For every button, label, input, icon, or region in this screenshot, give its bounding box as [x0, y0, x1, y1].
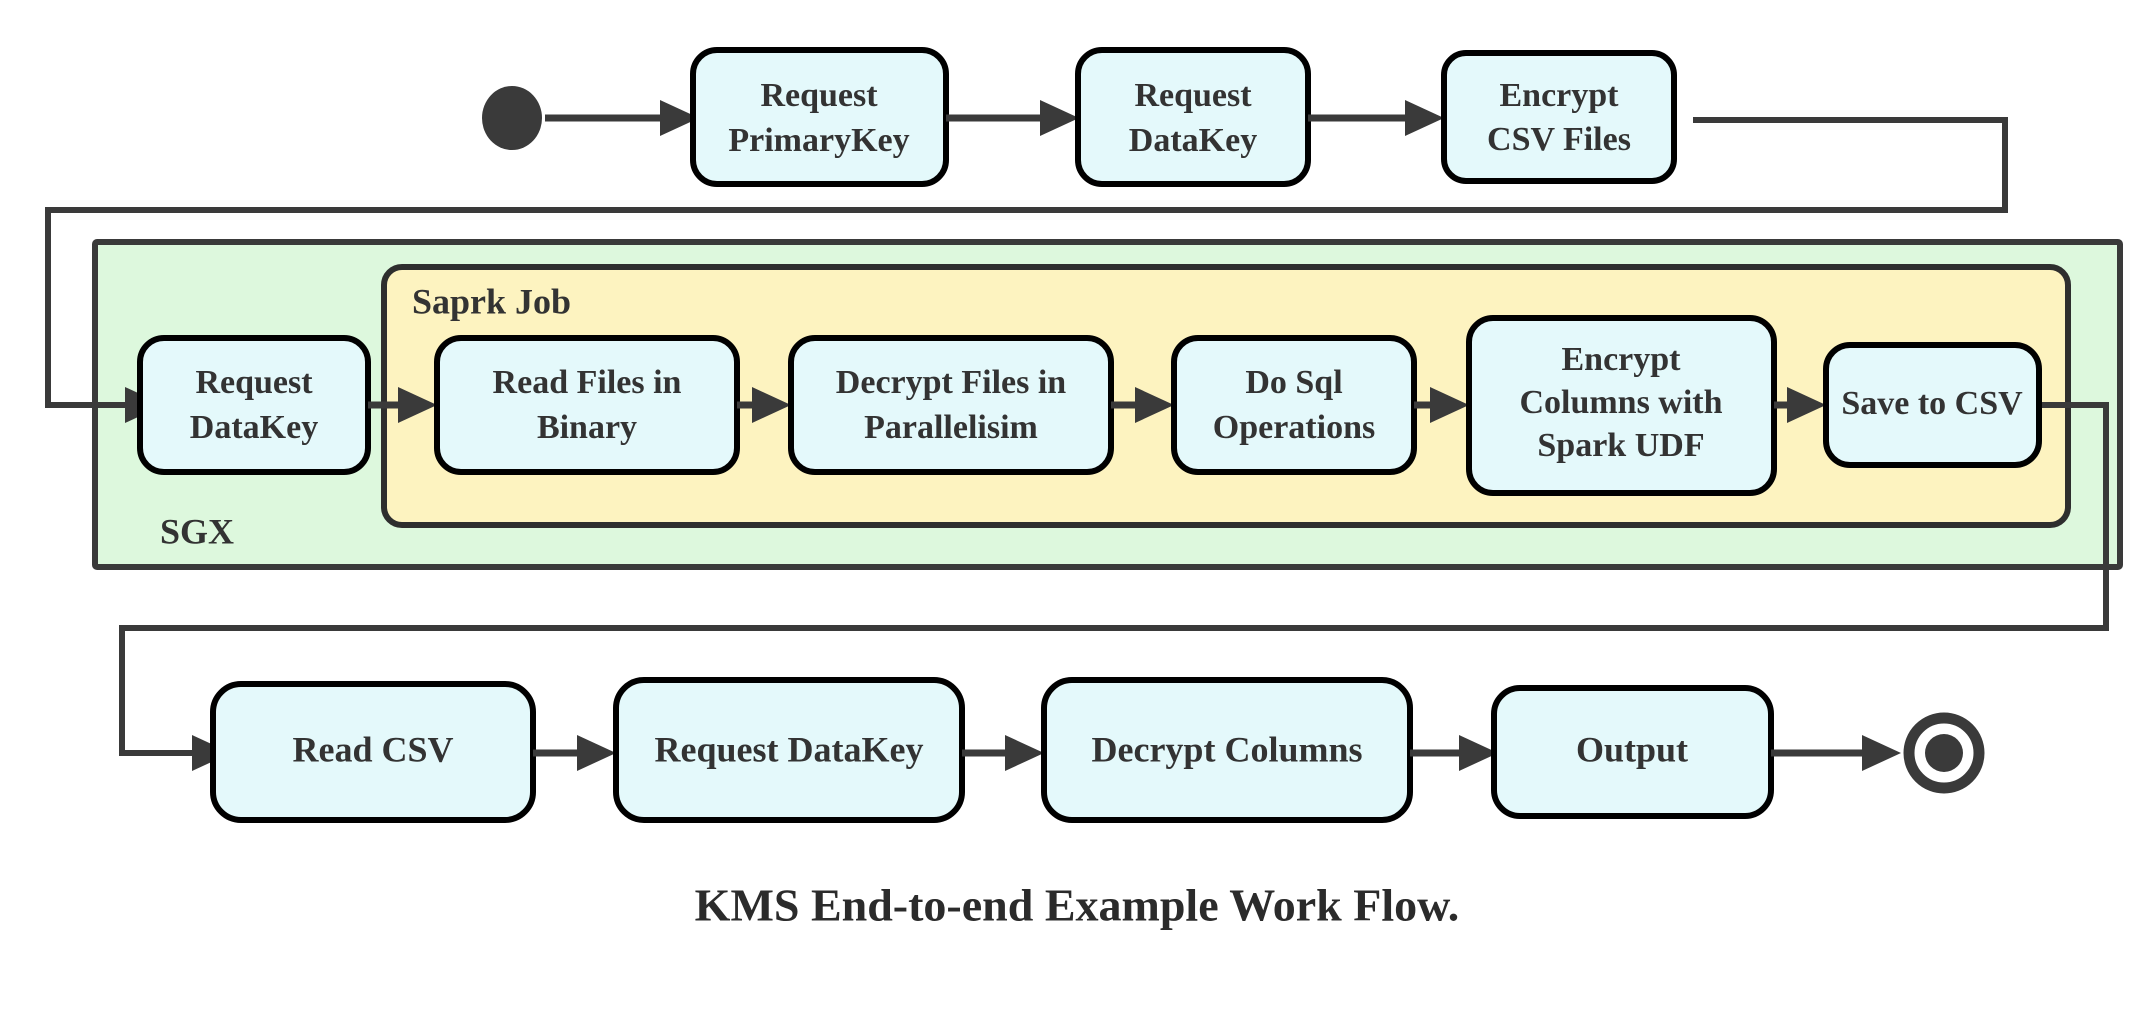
node-output[interactable]: Output	[1491, 685, 1774, 819]
arrowhead	[577, 735, 616, 771]
node-request-datakey-sgx[interactable]: Request DataKey	[137, 335, 371, 475]
node-encrypt-csv-files-line1: Encrypt	[1500, 77, 1620, 114]
node-encrypt-columns-line2: Columns with	[1519, 384, 1722, 421]
node-read-csv-line1: Read CSV	[292, 729, 453, 769]
node-encrypt-columns-with-spark-udf[interactable]: Encrypt Columns with Spark UDF	[1466, 315, 1777, 496]
node-encrypt-columns-line1: Encrypt	[1562, 341, 1682, 378]
end-node	[1903, 712, 1985, 794]
arrowhead	[660, 100, 699, 136]
arrowhead	[1405, 100, 1444, 136]
node-decrypt-files-in-parallelisim[interactable]: Decrypt Files in Parallelisim	[788, 335, 1114, 475]
arrowhead	[1430, 387, 1469, 423]
arrowhead	[1040, 100, 1079, 136]
node-encrypt-csv-files-rect[interactable]	[1441, 50, 1677, 184]
spark-group-label: Saprk Job	[412, 281, 571, 321]
node-request-primarykey-line1: Request	[760, 77, 878, 114]
node-read-files-in-binary[interactable]: Read Files in Binary	[434, 335, 740, 475]
arrowhead	[752, 387, 791, 423]
edge-encryptcolumns-to-savecsv	[1774, 387, 1826, 423]
diagram-caption: KMS End-to-end Example Work Flow.	[695, 880, 1460, 931]
node-request-datakey-bottom-line1: Request DataKey	[655, 729, 924, 769]
start-node-circle	[482, 86, 542, 150]
arrowhead	[1005, 735, 1044, 771]
node-save-to-csv[interactable]: Save to CSV	[1823, 342, 2042, 468]
edge-readcsv-to-requestdatakey	[533, 735, 616, 771]
node-read-files-in-binary-line1: Read Files in	[493, 364, 682, 401]
node-read-files-in-binary-rect[interactable]	[434, 335, 740, 475]
edge-sgxdatakey-to-readbinary	[368, 387, 437, 423]
edge-datakey-to-encryptcsv	[1308, 100, 1444, 136]
node-request-datakey-top-line2: DataKey	[1129, 122, 1257, 159]
start-node	[482, 86, 542, 150]
node-request-primarykey-line2: PrimaryKey	[728, 122, 909, 159]
node-decrypt-files-line2: Parallelisim	[864, 409, 1038, 446]
node-request-datakey-sgx-rect[interactable]	[137, 335, 371, 475]
node-save-to-csv-line1: Save to CSV	[1841, 385, 2023, 422]
node-read-files-in-binary-line2: Binary	[537, 409, 637, 446]
node-decrypt-files-in-parallelisim-rect[interactable]	[788, 335, 1114, 475]
arrowhead	[1787, 387, 1826, 423]
edge-decryptfiles-to-dosql	[1111, 387, 1174, 423]
node-request-datakey-top-rect[interactable]	[1075, 47, 1311, 187]
node-decrypt-columns[interactable]: Decrypt Columns	[1041, 677, 1413, 823]
edge-dosql-to-encryptcolumns	[1414, 387, 1469, 423]
node-request-datakey-top[interactable]: Request DataKey	[1075, 47, 1311, 187]
node-save-to-csv-rect[interactable]	[1823, 342, 2042, 468]
edge-decryptcolumns-to-output	[1410, 735, 1498, 771]
node-do-sql-operations[interactable]: Do Sql Operations	[1171, 335, 1417, 475]
node-request-datakey-top-line1: Request	[1134, 77, 1252, 114]
node-read-csv[interactable]: Read CSV	[210, 681, 536, 823]
node-request-primarykey[interactable]: Request PrimaryKey	[690, 47, 949, 187]
node-do-sql-operations-rect[interactable]	[1171, 335, 1417, 475]
edge-readbinary-to-decryptfiles	[737, 387, 791, 423]
end-node-dot	[1925, 734, 1963, 772]
node-encrypt-columns-line3: Spark UDF	[1537, 427, 1704, 464]
node-do-sql-operations-line1: Do Sql	[1245, 364, 1342, 401]
edge-primarykey-to-datakey	[946, 100, 1079, 136]
node-output-line1: Output	[1576, 729, 1688, 769]
edge-output-to-end	[1771, 735, 1901, 771]
node-do-sql-operations-line2: Operations	[1213, 409, 1375, 446]
arrowhead	[1862, 735, 1901, 771]
node-request-primarykey-rect[interactable]	[690, 47, 949, 187]
edge-start-to-request-primarykey	[545, 100, 699, 136]
node-decrypt-columns-line1: Decrypt Columns	[1092, 729, 1363, 769]
node-request-datakey-bottom[interactable]: Request DataKey	[613, 677, 965, 823]
node-decrypt-files-line1: Decrypt Files in	[836, 364, 1066, 401]
sgx-group-label: SGX	[160, 511, 234, 551]
node-request-datakey-sgx-line2: DataKey	[190, 409, 318, 446]
arrowhead	[398, 387, 437, 423]
arrowhead	[1459, 735, 1498, 771]
node-encrypt-csv-files-line2: CSV Files	[1487, 121, 1631, 158]
edge-requestdatakey-to-decryptcolumns	[962, 735, 1044, 771]
node-encrypt-csv-files[interactable]: Encrypt CSV Files	[1441, 50, 1677, 184]
arrowhead	[1135, 387, 1174, 423]
node-request-datakey-sgx-line1: Request	[195, 364, 313, 401]
